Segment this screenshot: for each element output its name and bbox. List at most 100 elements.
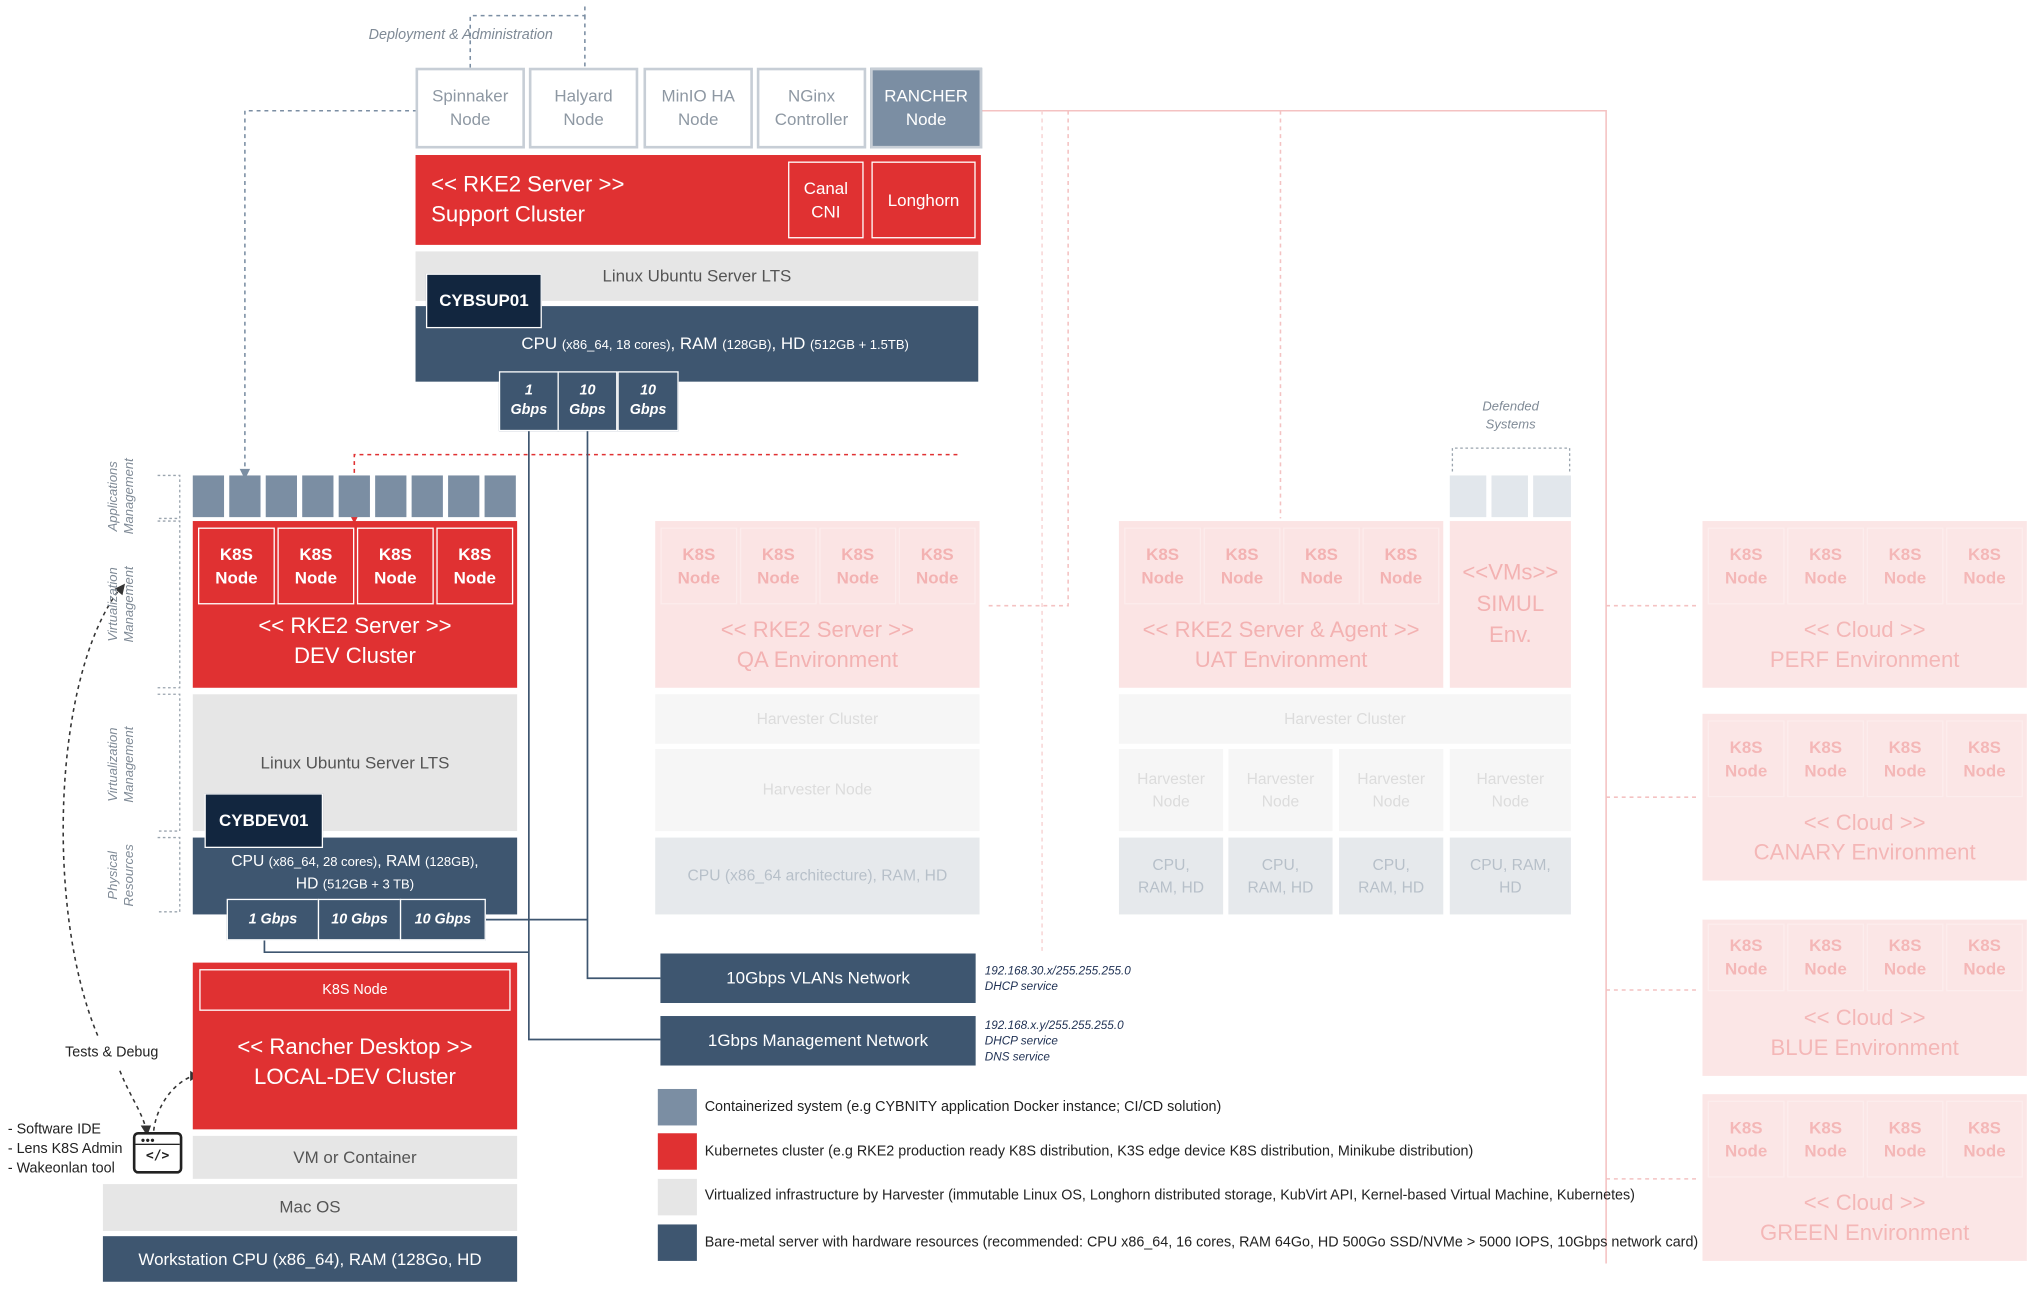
defended-system-square bbox=[1449, 475, 1487, 518]
cloud-blue-title: << Cloud >>BLUE Environment bbox=[1770, 1005, 1959, 1061]
container-square bbox=[302, 475, 334, 518]
uat-hardware: CPU, RAM,HD bbox=[1469, 856, 1551, 896]
tool-wakeonlan: - Wakeonlan tool bbox=[7, 1160, 115, 1177]
workstation-hardware: Workstation CPU (x86_64), RAM (128Go, HD bbox=[102, 1236, 518, 1282]
uat-harvester-node-bg bbox=[1228, 748, 1333, 832]
network-10gbps-vlans[interactable]: 10Gbps VLANs Network bbox=[660, 953, 976, 1004]
uat-hardware-bg bbox=[1118, 837, 1224, 915]
legend-swatch-containerized bbox=[657, 1088, 697, 1126]
uat-hardware-bg bbox=[1228, 837, 1333, 915]
legend-swatch-harvester bbox=[657, 1178, 697, 1216]
uat-harvester-cluster-bg bbox=[1118, 694, 1571, 744]
qa-harvester-node-bg bbox=[655, 748, 980, 832]
legend-swatch-kubernetes bbox=[657, 1133, 697, 1170]
uat-harvester-cluster: Harvester Cluster bbox=[1284, 709, 1406, 729]
legend-containerized: Containerized system (e.g CYBNITY applic… bbox=[704, 1099, 1222, 1116]
qa-cluster-title: << RKE2 Server >>QA Environment bbox=[720, 617, 915, 673]
defended-system-square bbox=[1491, 475, 1528, 518]
qa-harvester-cluster: Harvester Cluster bbox=[756, 709, 879, 729]
container-square bbox=[375, 475, 407, 518]
longhorn[interactable]: Longhorn bbox=[871, 161, 976, 239]
simul-env-bg bbox=[1449, 521, 1571, 688]
container-square bbox=[484, 475, 516, 518]
dev-nic-10gbps-b: 10 Gbps bbox=[399, 898, 486, 941]
uat-cluster-bg bbox=[1118, 521, 1444, 688]
cloud-blue-bg bbox=[1702, 919, 2027, 1076]
tool-lens-k8s-admin: - Lens K8S Admin bbox=[7, 1141, 123, 1157]
legend-baremetal: Bare-metal server with hardware resource… bbox=[704, 1234, 1699, 1251]
network-1gbps-management[interactable]: 1Gbps Management Network bbox=[660, 1016, 976, 1066]
local-k8s-node[interactable]: K8S Node bbox=[199, 969, 511, 1011]
uat-cluster-title: << RKE2 Server & Agent >>UAT Environment bbox=[1142, 617, 1420, 673]
uat-hardware: CPU,RAM, HD bbox=[1138, 856, 1205, 896]
legend-kubernetes: Kubernetes cluster (e.g RKE2 production … bbox=[704, 1143, 1474, 1160]
tool-software-ide: - Software IDE bbox=[7, 1121, 101, 1138]
legend-swatch-baremetal bbox=[657, 1224, 697, 1261]
container-square bbox=[192, 475, 225, 518]
qa-hardware-bg bbox=[655, 837, 980, 915]
uat-hardware: CPU,RAM, HD bbox=[1358, 856, 1425, 896]
cloud-canary-bg bbox=[1702, 713, 2027, 881]
local-vm-container: VM or Container bbox=[192, 1135, 518, 1179]
uat-hardware-bg bbox=[1339, 837, 1444, 915]
uat-hardware-bg bbox=[1449, 837, 1571, 915]
container-square bbox=[229, 475, 261, 518]
uat-harvester-node-bg bbox=[1118, 748, 1224, 832]
cloud-perf-title: << Cloud >>PERF Environment bbox=[1769, 617, 1960, 673]
mac-os: Mac OS bbox=[102, 1184, 518, 1231]
code-window-icon: ●●● </> bbox=[132, 1131, 183, 1174]
cloud-canary-title: << Cloud >>CANARY Environment bbox=[1753, 810, 1976, 865]
legend-harvester: Virtualized infrastructure by Harvester … bbox=[704, 1187, 1635, 1204]
uat-harvester-node-bg bbox=[1339, 748, 1444, 832]
defended-system-square bbox=[1533, 475, 1571, 518]
